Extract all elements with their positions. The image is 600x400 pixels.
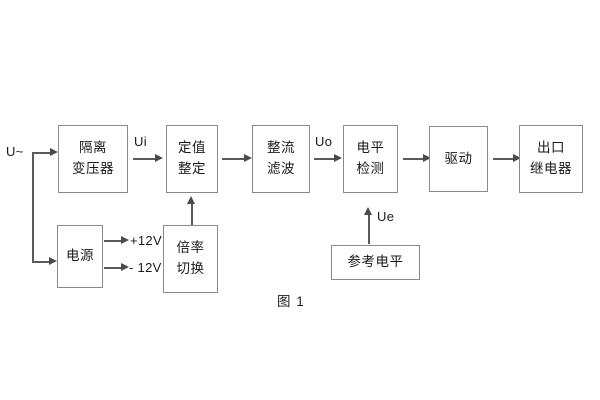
input-branch-bottom-arrow — [49, 257, 57, 265]
block-line: 倍率 — [176, 240, 205, 256]
block-isolation-transformer[interactable]: 隔离 变压器 — [58, 125, 128, 193]
setting-to-rectifier-arrow — [244, 154, 252, 162]
block-line: 隔离 — [79, 140, 107, 156]
multiplier-to-setting-line — [191, 203, 193, 225]
multiplier-to-setting-arrow — [187, 196, 195, 204]
level-to-driver-arrow — [423, 154, 431, 162]
block-line: 检测 — [356, 161, 385, 176]
supply-negative-line — [104, 267, 123, 269]
signal-label-supply-positive: +12V — [130, 233, 162, 248]
signal-label-supply-negative: - 12V — [129, 260, 162, 275]
uo-connector-arrow — [334, 154, 342, 162]
block-line: 变压器 — [72, 161, 114, 176]
reference-to-level-line — [368, 214, 370, 244]
block-driver[interactable]: 驱动 — [429, 126, 488, 192]
signal-label-ue: Ue — [377, 209, 395, 224]
block-setting-value[interactable]: 定值 整定 — [166, 125, 218, 193]
block-line: 滤波 — [267, 161, 295, 176]
reference-to-level-arrow — [364, 207, 372, 215]
block-line: 出口 — [537, 140, 565, 156]
input-trunk-line — [32, 152, 34, 263]
block-line: 整定 — [178, 161, 206, 176]
driver-to-relay-line — [493, 158, 515, 160]
block-level-detection[interactable]: 电平 检测 — [343, 125, 398, 193]
block-line: 整流 — [267, 140, 295, 156]
block-power-supply[interactable]: 电源 — [57, 225, 103, 288]
block-line: 切换 — [176, 261, 205, 276]
setting-to-rectifier-line — [222, 158, 246, 160]
signal-label-uo: Uo — [315, 134, 333, 149]
figure-caption: 图 1 — [277, 294, 305, 309]
block-rectifier-filter[interactable]: 整流 滤波 — [252, 125, 310, 193]
ui-connector-line — [133, 158, 157, 160]
block-reference-level[interactable]: 参考电平 — [331, 245, 420, 280]
block-output-relay[interactable]: 出口 继电器 — [519, 125, 583, 193]
input-branch-top-line — [32, 152, 52, 154]
block-line: 电源 — [66, 248, 94, 264]
supply-positive-arrow — [121, 236, 129, 244]
block-line: 定值 — [178, 140, 206, 156]
block-line: 参考电平 — [347, 254, 404, 270]
level-to-driver-line — [403, 158, 425, 160]
input-branch-bottom-line — [32, 261, 51, 263]
block-multiplier-switch[interactable]: 倍率 切换 — [163, 225, 218, 293]
ui-connector-arrow — [155, 154, 163, 162]
uo-connector-line — [314, 158, 336, 160]
signal-label-input-source: U~ — [6, 144, 24, 159]
supply-positive-line — [104, 240, 123, 242]
input-branch-top-arrow — [50, 148, 58, 156]
block-line: 电平 — [356, 140, 385, 156]
signal-label-ui: Ui — [134, 134, 147, 149]
block-line: 驱动 — [444, 150, 473, 166]
supply-negative-arrow — [121, 263, 129, 271]
block-line: 继电器 — [530, 161, 572, 176]
driver-to-relay-arrow — [513, 154, 521, 162]
